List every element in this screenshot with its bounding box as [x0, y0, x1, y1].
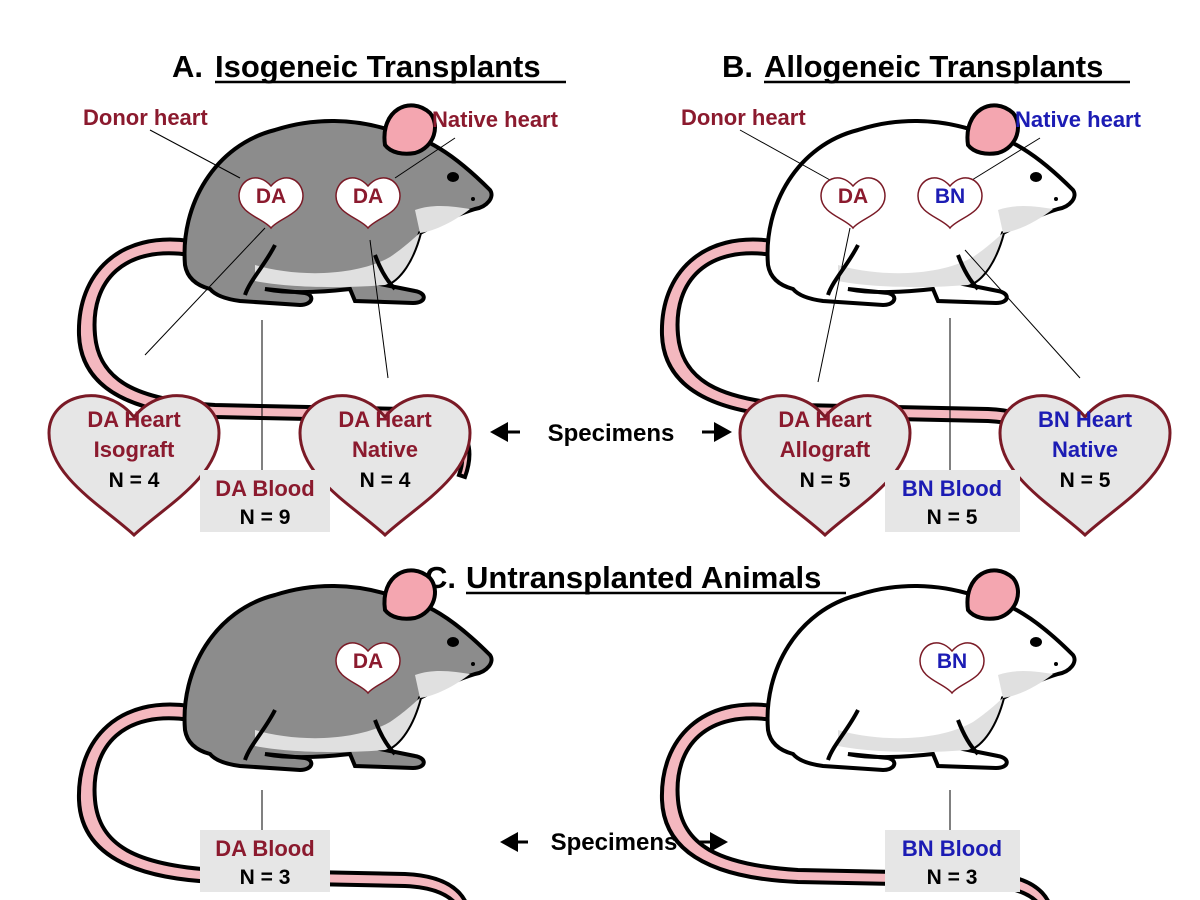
panel-b-letter: B. [722, 49, 753, 84]
panel-a: Donor heart Native heart DA DA DA Heart … [47, 103, 559, 537]
isograft-line1: DA Heart [87, 407, 181, 432]
native-specimen: BN Heart Native N = 5 [998, 394, 1172, 537]
native-heart-strain: BN [935, 185, 965, 208]
panel-c: DA DA Blood N = 3 BN BN Blood N = 3 Spec… [76, 568, 1077, 900]
blood-specimen-box: DA Blood N = 3 [200, 830, 330, 892]
specimens-arrow: Specimens [500, 829, 728, 856]
heart-icon: DA [238, 177, 304, 229]
leader-line [149, 129, 241, 179]
allograft-specimen: DA Heart Allograft N = 5 [738, 394, 912, 537]
native-heart-label: Native heart [1015, 107, 1142, 132]
specimens-label: Specimens [548, 420, 675, 447]
donor-heart-strain: DA [256, 185, 286, 208]
native-line1: BN Heart [1038, 407, 1133, 432]
leader-line [369, 239, 389, 379]
specimens-label: Specimens [551, 829, 678, 856]
isograft-line2: Isograft [94, 437, 175, 462]
native-n: N = 4 [360, 469, 411, 492]
panel-c-title: C. Untransplanted Animals [425, 560, 846, 595]
left-heart-strain: DA [353, 650, 383, 673]
specimens-arrow: Specimens [490, 420, 732, 447]
blood-label: BN Blood [902, 476, 1002, 501]
heart-icon: DA [335, 177, 401, 229]
panel-a-letter: A. [172, 49, 203, 84]
leader-line [964, 249, 1081, 379]
native-heart-label: Native heart [432, 107, 559, 132]
double-arrow-icon [710, 832, 728, 852]
native-line2: Native [1052, 437, 1118, 462]
blood-label: DA Blood [215, 476, 314, 501]
panel-b: Donor heart Native heart DA BN DA Heart … [659, 103, 1172, 537]
native-heart-strain: DA [353, 185, 383, 208]
leader-line [971, 137, 1041, 181]
isograft-n: N = 4 [109, 469, 160, 492]
panel-a-title-text: Isogeneic Transplants [215, 49, 541, 84]
blood-label: DA Blood [215, 836, 314, 861]
allograft-n: N = 5 [800, 469, 851, 492]
panel-b-title-text: Allogeneic Transplants [764, 49, 1103, 84]
native-line2: Native [352, 437, 418, 462]
blood-specimen-box: DA Blood N = 9 [200, 470, 330, 532]
blood-n: N = 5 [927, 506, 978, 529]
panel-b-title: B. Allogeneic Transplants [722, 49, 1130, 84]
leader-line [739, 129, 831, 181]
leader-line [144, 227, 266, 356]
blood-n: N = 3 [240, 866, 291, 889]
blood-label: BN Blood [902, 836, 1002, 861]
native-specimen: DA Heart Native N = 4 [298, 394, 472, 537]
donor-heart-label: Donor heart [681, 105, 806, 130]
blood-n: N = 9 [240, 506, 291, 529]
heart-icon: DA [335, 642, 401, 694]
allograft-line1: DA Heart [778, 407, 872, 432]
heart-icon: DA [820, 177, 886, 229]
donor-heart-label: Donor heart [83, 105, 208, 130]
leader-line [394, 137, 456, 179]
heart-icon: BN [917, 177, 983, 229]
double-arrow-icon [714, 422, 732, 442]
native-n: N = 5 [1060, 469, 1111, 492]
blood-specimen-box: BN Blood N = 3 [885, 830, 1020, 892]
leader-line [817, 227, 851, 383]
right-heart-strain: BN [937, 650, 967, 673]
blood-specimen-box: BN Blood N = 5 [885, 470, 1020, 532]
donor-heart-strain: DA [838, 185, 868, 208]
heart-icon: BN [919, 642, 985, 694]
panel-a-title: A. Isogeneic Transplants [172, 49, 566, 84]
isograft-specimen: DA Heart Isograft N = 4 [47, 394, 221, 537]
native-line1: DA Heart [338, 407, 432, 432]
allograft-line2: Allograft [780, 437, 871, 462]
panel-c-title-text: Untransplanted Animals [466, 560, 821, 595]
blood-n: N = 3 [927, 866, 978, 889]
